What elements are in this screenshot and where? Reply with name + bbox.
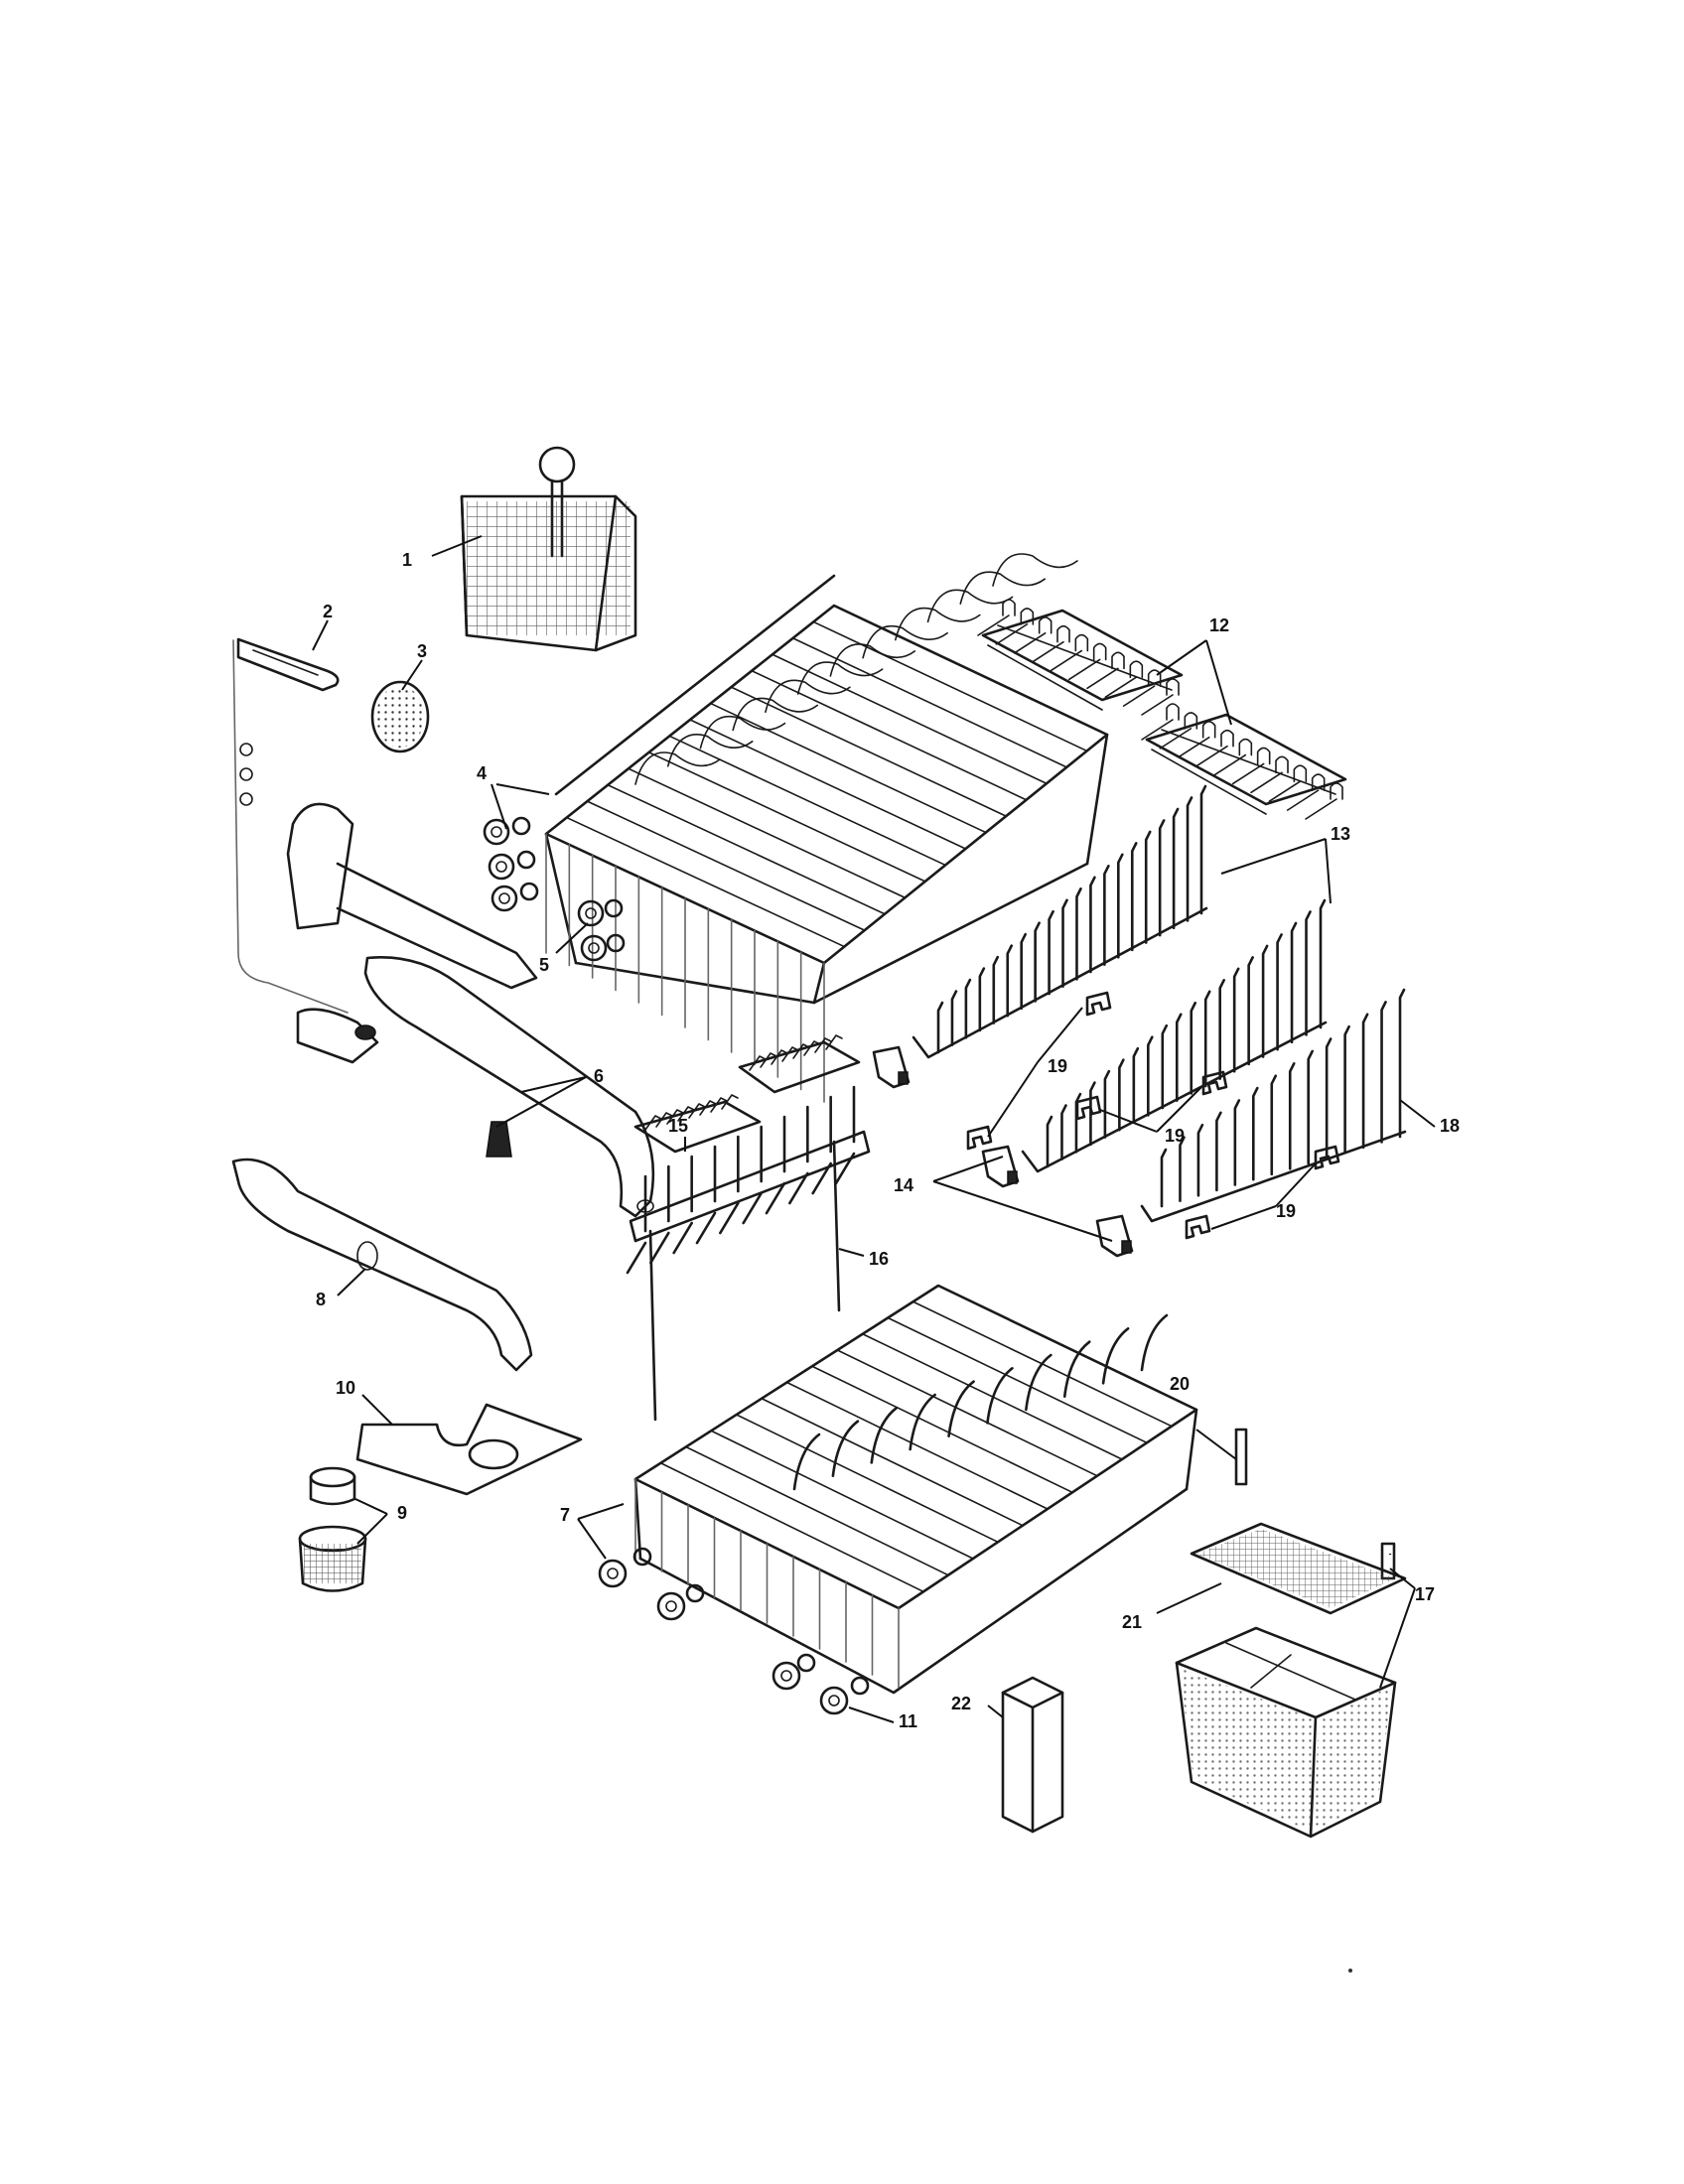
stray-dot <box>1348 1969 1352 1973</box>
callout-10: 10 <box>336 1378 355 1398</box>
lower-rack-wheels <box>598 1547 870 1715</box>
callout-9: 9 <box>397 1503 407 1523</box>
lower-spray-arm <box>231 1158 533 1372</box>
callout-labels: 1 2 3 4 5 6 7 8 9 10 11 12 13 14 15 16 1… <box>316 550 1460 1731</box>
leader-lines <box>312 535 1436 1723</box>
callout-6: 6 <box>594 1066 604 1086</box>
callout-12: 12 <box>1209 615 1229 635</box>
callout-16: 16 <box>869 1249 889 1269</box>
callout-5: 5 <box>539 955 549 975</box>
upper-spray-arm <box>363 956 655 1218</box>
callout-18: 18 <box>1440 1116 1460 1136</box>
callout-7: 7 <box>560 1505 570 1525</box>
filter-plate <box>355 1403 583 1496</box>
callout-11: 11 <box>899 1711 917 1731</box>
small-shelf-racks <box>633 1034 861 1154</box>
callout-20: 20 <box>1170 1374 1190 1394</box>
filter-cup <box>298 1466 367 1592</box>
callout-22: 22 <box>951 1694 971 1713</box>
spray-assembly <box>232 639 538 1064</box>
upper-rack <box>544 553 1109 1103</box>
callout-19a: 19 <box>1048 1056 1067 1076</box>
callout-19b: 19 <box>1165 1126 1185 1146</box>
round-filter-screen <box>370 680 430 753</box>
callout-3: 3 <box>417 641 427 661</box>
tine-rows <box>912 784 1407 1223</box>
callout-8: 8 <box>316 1290 326 1309</box>
callout-14: 14 <box>894 1175 913 1195</box>
tine-row-clips <box>966 991 1340 1240</box>
upper-rack-rollers <box>483 816 626 962</box>
callout-15: 15 <box>668 1116 688 1136</box>
lower-rack <box>633 1284 1198 1695</box>
callout-2: 2 <box>323 602 333 621</box>
callout-19c: 19 <box>1276 1201 1296 1221</box>
basket-lid <box>1190 1522 1407 1615</box>
callout-21: 21 <box>1122 1612 1142 1632</box>
callout-13: 13 <box>1331 824 1350 844</box>
silverware-basket-bottom <box>1175 1626 1397 1839</box>
utensil-holder <box>1001 1676 1064 1834</box>
silverware-basket-top <box>460 446 637 652</box>
callout-17: 17 <box>1415 1584 1435 1604</box>
cup-shelves <box>977 599 1347 820</box>
fold-down-tines <box>626 1085 871 1422</box>
spray-arm-tube <box>236 637 340 692</box>
callout-4: 4 <box>477 763 487 783</box>
rack-brackets <box>872 1045 1134 1258</box>
callout-1: 1 <box>402 550 412 570</box>
